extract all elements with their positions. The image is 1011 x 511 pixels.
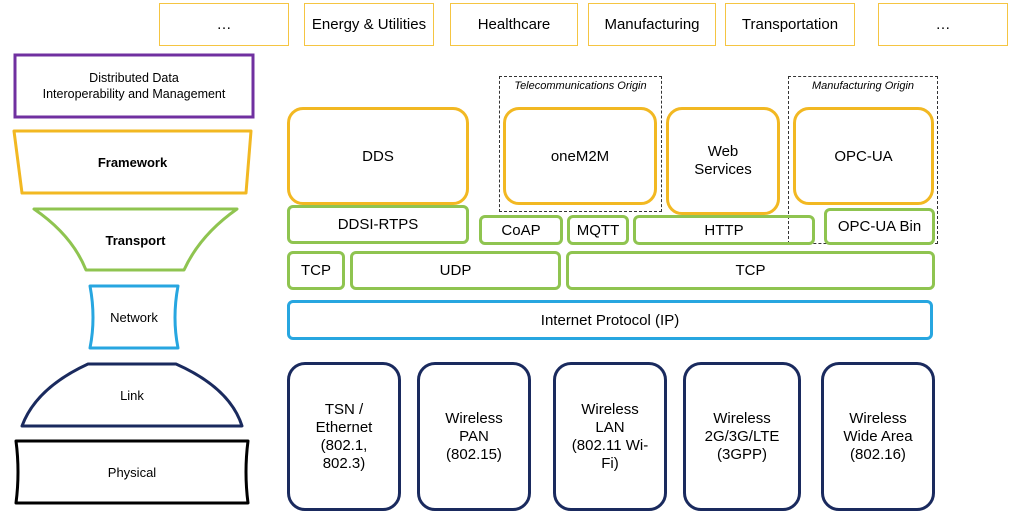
industry-box-healthcare: Healthcare bbox=[450, 3, 578, 46]
manufacturing-origin-label: Manufacturing Origin bbox=[811, 80, 915, 92]
network-ip: Internet Protocol (IP) bbox=[287, 300, 933, 340]
link-wireless-pan: Wireless PAN (802.15) bbox=[417, 362, 531, 511]
transport-layer-label: Transport bbox=[105, 232, 166, 248]
framework-layer-label: Framework bbox=[97, 154, 168, 170]
transport-mqtt: MQTT bbox=[567, 215, 629, 245]
link-tsn-ethernet: TSN / Ethernet (802.1, 802.3) bbox=[287, 362, 401, 511]
framework-opcua: OPC-UA bbox=[793, 107, 934, 205]
transport-ddsi-rtps: DDSI-RTPS bbox=[287, 205, 469, 244]
network-layer-label: Network bbox=[110, 309, 158, 325]
transport-opcua-bin: OPC-UA Bin bbox=[824, 208, 935, 245]
industry-box-ellipsis-left: … bbox=[159, 3, 289, 46]
transport-layer-shape bbox=[32, 207, 239, 272]
telecom-origin-label: Telecommunications Origin bbox=[514, 80, 647, 92]
transport-tcp-right: TCP bbox=[566, 251, 935, 290]
transport-coap: CoAP bbox=[479, 215, 563, 245]
ddim-layer-label: Distributed Data Interoperability and Ma… bbox=[42, 71, 226, 101]
transport-udp: UDP bbox=[350, 251, 561, 290]
industry-box-energy-utilities: Energy & Utilities bbox=[304, 3, 434, 46]
link-wireless-wide-area: Wireless Wide Area (802.16) bbox=[821, 362, 935, 511]
industry-box-transportation: Transportation bbox=[725, 3, 855, 46]
transport-tcp-left: TCP bbox=[287, 251, 345, 290]
telecom-origin-frame bbox=[499, 76, 662, 212]
industry-box-manufacturing: Manufacturing bbox=[588, 3, 716, 46]
framework-layer-shape bbox=[12, 129, 253, 195]
physical-layer-label: Physical bbox=[107, 464, 157, 480]
framework-onem2m: oneM2M bbox=[503, 107, 657, 205]
physical-layer-shape bbox=[14, 439, 250, 505]
link-layer-label: Link bbox=[120, 387, 144, 403]
industry-box-ellipsis-right: … bbox=[878, 3, 1008, 46]
network-layer-shape bbox=[88, 284, 180, 350]
link-wireless-cellular: Wireless 2G/3G/LTE (3GPP) bbox=[683, 362, 801, 511]
framework-web-services: Web Services bbox=[666, 107, 780, 215]
link-wireless-lan: Wireless LAN (802.11 Wi- Fi) bbox=[553, 362, 667, 511]
ddim-layer-shape bbox=[13, 53, 255, 119]
framework-dds: DDS bbox=[287, 107, 469, 205]
link-layer-shape bbox=[20, 362, 244, 428]
transport-http: HTTP bbox=[633, 215, 815, 245]
